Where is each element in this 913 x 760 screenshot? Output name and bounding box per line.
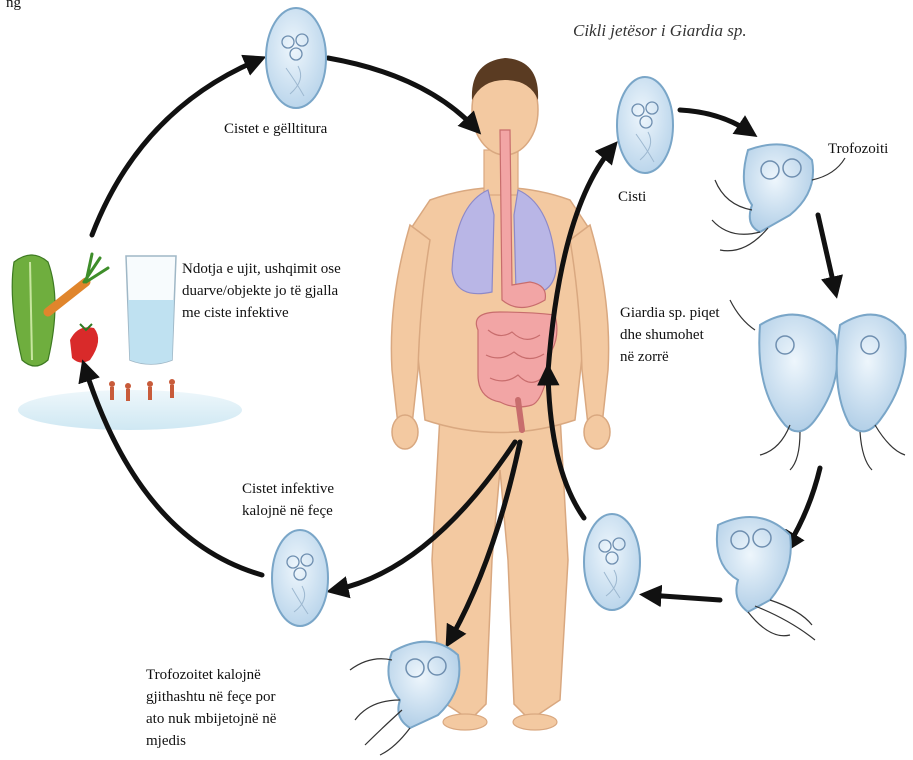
cropped-header-text: ng xyxy=(6,0,21,14)
label-multiplies-in-intestine: Giardia sp. piqet dhe shumohet në zorrë xyxy=(620,302,720,368)
cyst-illustration-top xyxy=(266,8,326,108)
label-trophozoite: Trofozoiti xyxy=(828,138,888,160)
trophozoite-illustration-dividing xyxy=(730,300,906,470)
vegetables-illustration xyxy=(12,254,108,366)
water-pool-illustration xyxy=(18,379,242,430)
diagram-title: Cikli jetësor i Giardia sp. xyxy=(573,20,747,42)
trophozoite-illustration-bottom-right xyxy=(717,517,815,640)
label-cyst: Cisti xyxy=(618,186,646,208)
label-contamination: Ndotja e ujit, ushqimit ose duarve/objek… xyxy=(182,258,341,324)
cyst-illustration-bottom-right xyxy=(584,514,640,610)
label-infective-cysts-in-feces: Cistet infektive kalojnë në feçe xyxy=(242,478,334,522)
trophozoite-illustration-bottom xyxy=(350,642,459,755)
label-cysts-swallowed: Cistet e gëlltitura xyxy=(224,118,327,140)
glass-of-water-illustration xyxy=(126,256,176,364)
label-trophozoites-in-feces: Trofozoitet kalojnë gjithashtu në feçe p… xyxy=(146,664,276,752)
cyst-illustration-right xyxy=(617,77,673,173)
cyst-illustration-feces xyxy=(272,530,328,626)
